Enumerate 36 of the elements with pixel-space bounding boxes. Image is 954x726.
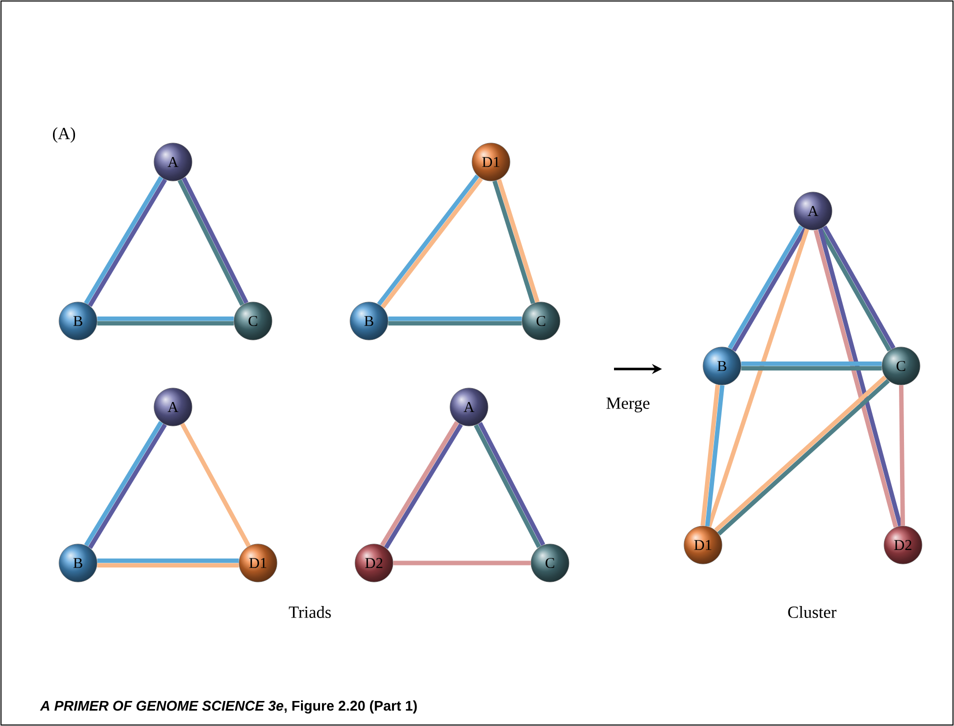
link-line [393, 560, 531, 566]
label: Cluster [788, 606, 836, 618]
sphere-node: A [450, 388, 488, 426]
link-line [388, 321, 522, 326]
sphere-node: D1 [472, 142, 510, 182]
sphere-node: A [794, 192, 832, 230]
sphere-node: B [702, 346, 742, 386]
link-line [899, 385, 905, 526]
sphere-node: C [882, 346, 920, 386]
caption: A PRIMER OF GENOME SCIENCE 3e, Figure 2.20 (Part 1) [40, 700, 417, 714]
link-line [388, 316, 522, 321]
sphere-node: B [58, 302, 98, 340]
sphere-node: A [154, 388, 192, 426]
sphere-node: B [58, 544, 98, 582]
label: (A) [52, 127, 76, 143]
link-line [180, 422, 251, 548]
label: Merge [606, 398, 650, 412]
link-line [97, 321, 234, 326]
link-line [706, 228, 810, 528]
label: Triads [288, 606, 331, 618]
sphere-node: D1 [684, 526, 722, 564]
sphere-node: C [234, 302, 272, 340]
link-line [97, 316, 234, 321]
sphere-node: D2 [884, 526, 922, 564]
sphere-node: A [154, 142, 192, 182]
link-line [741, 361, 882, 366]
sphere-node: D2 [354, 544, 394, 582]
link-line [97, 558, 239, 563]
sphere-node: B [350, 302, 388, 340]
link-line [705, 385, 724, 526]
sphere-node: C [522, 302, 560, 340]
sphere-node: C [530, 544, 570, 582]
link-line [97, 563, 239, 568]
link-line [741, 366, 882, 371]
link-line [700, 384, 720, 526]
sphere-node: D1 [238, 544, 278, 582]
